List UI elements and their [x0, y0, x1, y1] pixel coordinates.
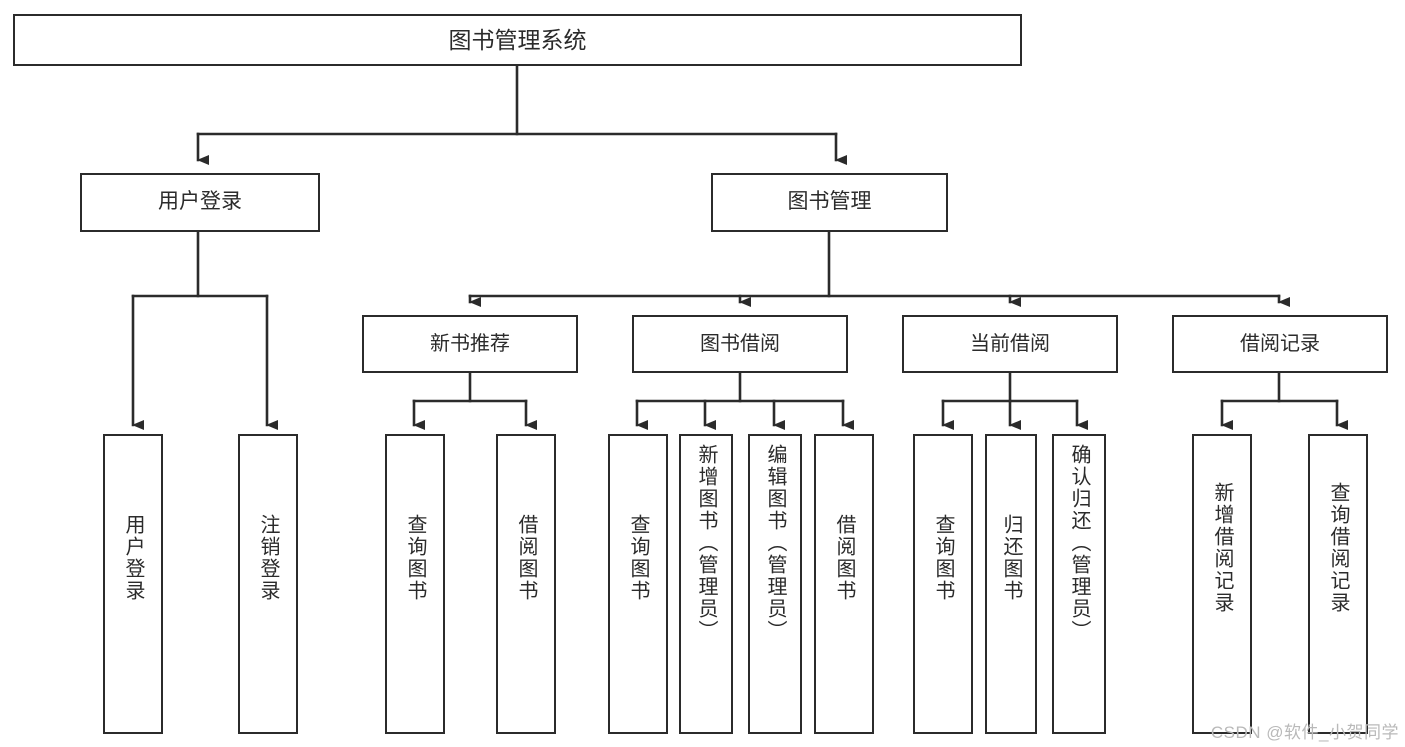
leaf-new-book-query[interactable]: 查询图书: [385, 434, 445, 734]
leaf-current-return-book-label: 归还图书: [1000, 514, 1022, 602]
leaf-user-login-signout-label: 注销登录: [257, 514, 279, 602]
node-borrow-record[interactable]: 借阅记录: [1172, 315, 1388, 373]
leaf-borrow-add-book-label: 新增图书（管理员）: [695, 444, 717, 642]
leaf-current-return-book[interactable]: 归还图书: [985, 434, 1037, 734]
leaf-record-add-label: 新增借阅记录: [1211, 482, 1233, 614]
leaf-borrow-query-book-label: 查询图书: [627, 514, 649, 602]
leaf-current-confirm-return-label: 确认归还（管理员）: [1068, 444, 1090, 642]
leaf-new-book-query-label: 查询图书: [404, 514, 426, 602]
node-current-borrow-label: 当前借阅: [970, 332, 1050, 355]
leaf-current-query-book-label: 查询图书: [932, 514, 954, 602]
leaf-borrow-borrow-book[interactable]: 借阅图书: [814, 434, 874, 734]
leaf-record-query-label: 查询借阅记录: [1327, 482, 1349, 614]
node-root-label: 图书管理系统: [448, 26, 587, 53]
node-book-borrow[interactable]: 图书借阅: [632, 315, 848, 373]
node-book-borrow-label: 图书借阅: [700, 332, 780, 355]
leaf-borrow-edit-book-label: 编辑图书（管理员）: [764, 444, 786, 642]
node-current-borrow[interactable]: 当前借阅: [902, 315, 1118, 373]
leaf-borrow-borrow-book-label: 借阅图书: [833, 514, 855, 602]
leaf-user-login-signout[interactable]: 注销登录: [238, 434, 298, 734]
node-root[interactable]: 图书管理系统: [13, 14, 1022, 66]
leaf-borrow-add-book[interactable]: 新增图书（管理员）: [679, 434, 733, 734]
leaf-record-add[interactable]: 新增借阅记录: [1192, 434, 1252, 734]
leaf-current-query-book[interactable]: 查询图书: [913, 434, 973, 734]
leaf-borrow-edit-book[interactable]: 编辑图书（管理员）: [748, 434, 802, 734]
leaf-borrow-query-book[interactable]: 查询图书: [608, 434, 668, 734]
node-borrow-record-label: 借阅记录: [1240, 332, 1320, 355]
leaf-user-login-signin-label: 用户登录: [122, 514, 144, 602]
node-new-book-recommend[interactable]: 新书推荐: [362, 315, 578, 373]
leaf-new-book-borrow-label: 借阅图书: [515, 514, 537, 602]
leaf-current-confirm-return[interactable]: 确认归还（管理员）: [1052, 434, 1106, 734]
leaf-record-query[interactable]: 查询借阅记录: [1308, 434, 1368, 734]
node-user-login[interactable]: 用户登录: [80, 173, 320, 232]
leaf-user-login-signin[interactable]: 用户登录: [103, 434, 163, 734]
leaf-new-book-borrow[interactable]: 借阅图书: [496, 434, 556, 734]
node-new-book-recommend-label: 新书推荐: [430, 332, 510, 355]
node-book-management[interactable]: 图书管理: [711, 173, 948, 232]
node-book-management-label: 图书管理: [787, 190, 872, 214]
node-user-login-label: 用户登录: [158, 190, 242, 214]
